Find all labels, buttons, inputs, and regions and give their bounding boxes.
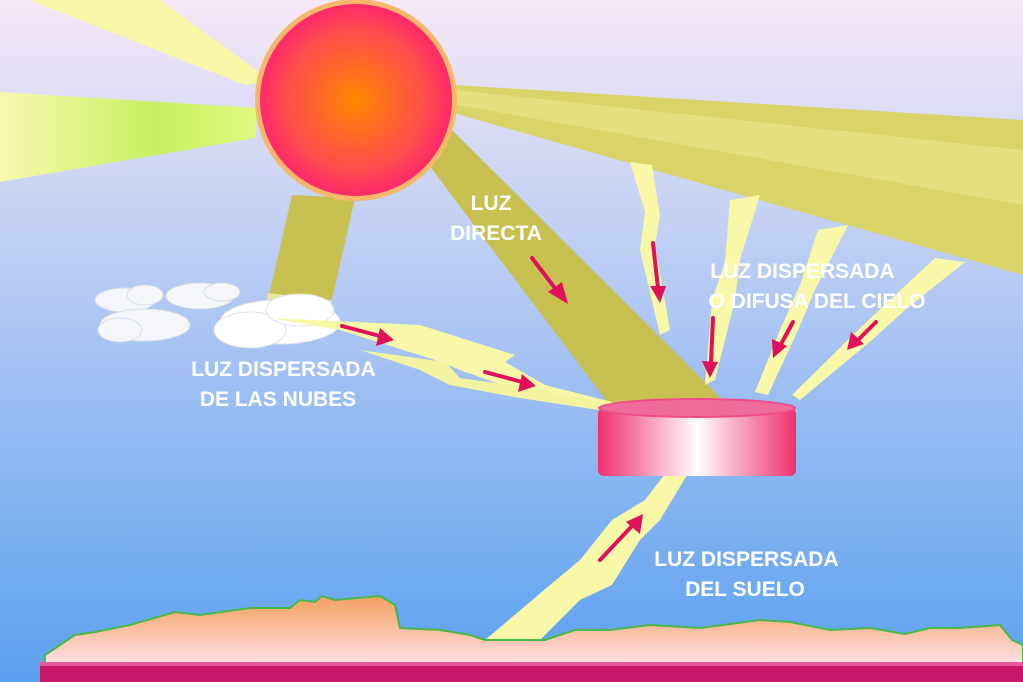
sensor-top-inner	[601, 400, 793, 416]
arrow-cloud-2	[483, 370, 536, 392]
cloud-scattered-ray-2	[360, 350, 612, 412]
sky-diffuse-ray-4	[792, 258, 965, 400]
ground-terrain	[44, 594, 1023, 666]
arrow-sky-4	[847, 320, 878, 350]
sun-ray-left	[0, 92, 258, 182]
cloud-beam	[268, 195, 355, 308]
ground-scattered-ray	[485, 470, 690, 640]
label-direct-line2: DIRECTA	[450, 222, 542, 245]
sun-ray-upper-left	[30, 0, 270, 85]
label-clouds-line2: DE LAS NUBES	[200, 388, 356, 411]
ground-base	[40, 662, 1023, 682]
arrow-direct	[530, 256, 568, 304]
arrow-sky-1	[650, 241, 666, 303]
sky-diffuse-ray-2	[705, 195, 760, 385]
sensor-cylinder	[598, 398, 796, 476]
label-direct: LUZ DIRECTA	[450, 192, 542, 245]
label-sky: LUZ DISPERSADA O DIFUSA DEL CIELO	[708, 260, 925, 313]
label-ground: LUZ DISPERSADA DEL SUELO	[654, 548, 843, 601]
label-sky-line2: O DIFUSA DEL CIELO	[708, 290, 925, 313]
cloud-group	[94, 282, 341, 349]
label-clouds: LUZ DISPERSADA DE LAS NUBES	[191, 358, 380, 411]
arrow-sky-2	[702, 316, 718, 378]
direct-light-beam	[410, 130, 735, 412]
label-direct-line1: LUZ	[471, 192, 512, 215]
arrow-ground	[598, 514, 643, 562]
sun-ray-right-fan-highlight	[452, 90, 1023, 205]
cloud-small-left	[94, 282, 241, 343]
sun-core	[260, 4, 452, 196]
label-sky-line1: LUZ DISPERSADA	[710, 260, 894, 283]
arrow-sky-3	[772, 320, 795, 358]
sun-ray-right-fan	[450, 85, 1023, 275]
arrow-cloud-1	[340, 324, 394, 346]
label-ground-line2: DEL SUELO	[685, 578, 805, 601]
sensor-body	[598, 408, 796, 476]
label-clouds-line1: LUZ DISPERSADA	[191, 358, 375, 381]
arrow-group	[340, 241, 878, 562]
label-ground-line1: LUZ DISPERSADA	[654, 548, 838, 571]
ground-base-highlight	[40, 662, 1023, 666]
